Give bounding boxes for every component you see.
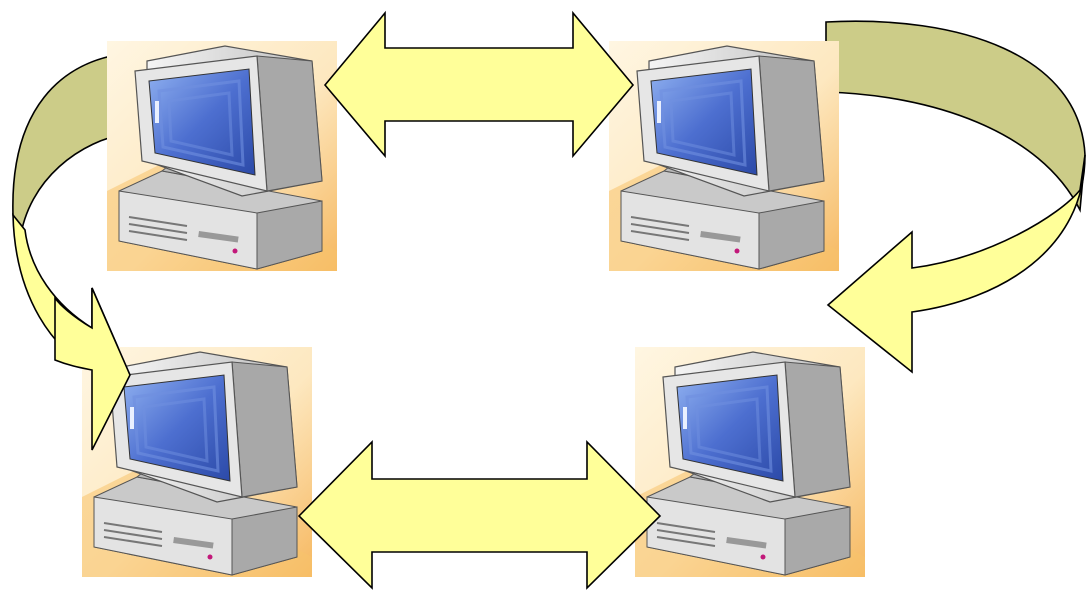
computer-top-right bbox=[607, 39, 841, 273]
computer-top-left bbox=[105, 39, 339, 273]
arrow-bottom-bidirectional bbox=[297, 440, 662, 590]
computer-bottom-right bbox=[633, 345, 867, 579]
curved-arrow-left-tip bbox=[54, 287, 131, 451]
arrow-top-bidirectional bbox=[323, 10, 635, 159]
curved-arrow-right bbox=[825, 20, 1086, 374]
